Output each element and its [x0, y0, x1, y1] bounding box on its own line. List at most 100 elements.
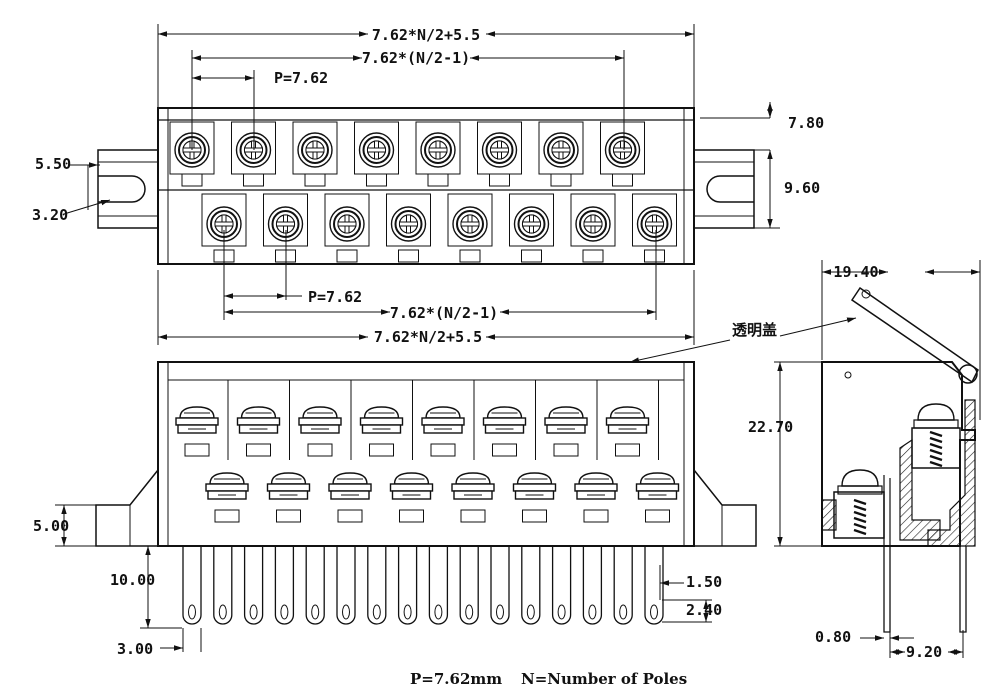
terminal-clamp — [521, 249, 542, 263]
front-body-outline — [157, 361, 695, 547]
screw-thread — [929, 430, 943, 438]
screw-head — [420, 132, 456, 168]
screw-upper — [544, 406, 588, 434]
screw-seat — [430, 443, 456, 457]
right-base-wing — [693, 469, 757, 547]
screw-lower — [389, 472, 434, 500]
screw-seat — [553, 443, 579, 457]
side-pin — [959, 546, 967, 633]
cover-hinge — [958, 364, 978, 384]
screw-lower — [328, 472, 372, 500]
pin-tip-label: 2.40 — [686, 601, 722, 619]
pin — [551, 546, 572, 625]
pin-hole — [557, 604, 566, 620]
screw-seat — [184, 443, 210, 457]
screw-upper — [605, 406, 650, 434]
terminal-clamp — [304, 173, 326, 187]
pin-hole — [342, 604, 350, 620]
pin — [490, 546, 510, 625]
screw-upper — [359, 406, 404, 434]
upper-screw-head — [917, 403, 955, 421]
screw-head — [481, 132, 518, 168]
screw-seat — [645, 509, 670, 523]
screw-seat — [307, 443, 333, 457]
pin-spacing-label: 9.20 — [906, 643, 942, 661]
pin — [274, 546, 295, 625]
depth-label: 19.40 — [833, 263, 878, 281]
pin — [305, 546, 325, 625]
mounting-flange — [97, 149, 159, 229]
terminal-clamp — [489, 173, 510, 187]
overall-width-top-label: 7.62*N/2+5.5 — [372, 26, 480, 44]
screw-thread — [853, 498, 867, 506]
overall-width-bottom-label: 7.62*N/2+5.5 — [374, 328, 482, 346]
pin-hole — [465, 604, 474, 620]
flange-height-label: 7.80 — [788, 114, 824, 132]
slot-radius-leader — [63, 199, 111, 215]
transparent-cover-label: 透明盖 — [732, 321, 777, 339]
screw-seat — [583, 509, 609, 523]
screw-lower — [635, 472, 680, 500]
pin-hole — [372, 604, 381, 620]
pin-pitch-label: 3.00 — [117, 640, 153, 658]
terminal-clamp — [644, 249, 665, 263]
screw-upper — [175, 406, 219, 434]
span-upper-label: 7.62*(N/2-1) — [362, 49, 470, 67]
body-hole — [844, 371, 852, 379]
pin — [213, 546, 233, 625]
screw-lower — [512, 472, 557, 500]
terminal-clamp — [181, 173, 203, 187]
screw-thread — [853, 510, 867, 518]
mounting-slot — [706, 175, 754, 203]
terminal-cell — [509, 193, 554, 247]
pitch-lower-label: P=7.62 — [308, 288, 362, 306]
screw-seat — [246, 443, 271, 457]
screw-thread — [853, 504, 867, 512]
screw-thread — [929, 442, 943, 450]
pin-hole — [434, 604, 443, 620]
terminal-clamp — [582, 249, 604, 263]
pin — [336, 546, 356, 625]
screw-thread — [929, 448, 943, 456]
pin-hole — [249, 604, 258, 620]
cover-leader-to-side — [779, 317, 857, 337]
terminal-clamp — [398, 249, 419, 263]
top-view — [63, 24, 780, 345]
flange-outline — [97, 149, 159, 229]
pin — [182, 546, 202, 625]
lower-screw-washer — [837, 485, 883, 495]
height-label: 22.70 — [748, 418, 793, 436]
screw-lower — [574, 472, 618, 500]
pin-hole — [188, 604, 196, 620]
cover-leader-to-front — [629, 339, 731, 363]
footnote-pitch: P=7.62mm — [410, 670, 502, 688]
screw-thread — [853, 528, 867, 536]
screw-thread — [929, 460, 943, 468]
pin-hole — [588, 604, 597, 620]
screw-head — [604, 132, 641, 168]
screw-seat — [214, 509, 240, 523]
lower-screw-head — [841, 469, 879, 487]
terminal-clamp — [427, 173, 449, 187]
screw-head — [575, 206, 611, 242]
screw-head — [390, 206, 427, 242]
footnote-poles: N=Number of Poles — [521, 670, 687, 688]
screw-seat — [337, 509, 363, 523]
slot-width-label: 5.50 — [35, 155, 71, 173]
terminal-cell — [632, 193, 677, 247]
screw-seat — [460, 509, 486, 523]
screw-head — [513, 206, 550, 242]
pin-length-label: 10.00 — [110, 571, 155, 589]
terminal-cell — [447, 193, 493, 247]
terminal-clamp — [612, 173, 633, 187]
pin-width-label: 1.50 — [686, 573, 722, 591]
screw-upper — [298, 406, 342, 434]
side-wall-section — [821, 499, 837, 531]
side-dimension-label: 9.60 — [784, 179, 820, 197]
screw-lower — [451, 472, 495, 500]
screw-seat — [492, 443, 517, 457]
screw-head — [358, 132, 395, 168]
screw-lower — [266, 472, 311, 500]
span-lower-label: 7.62*(N/2-1) — [390, 304, 498, 322]
